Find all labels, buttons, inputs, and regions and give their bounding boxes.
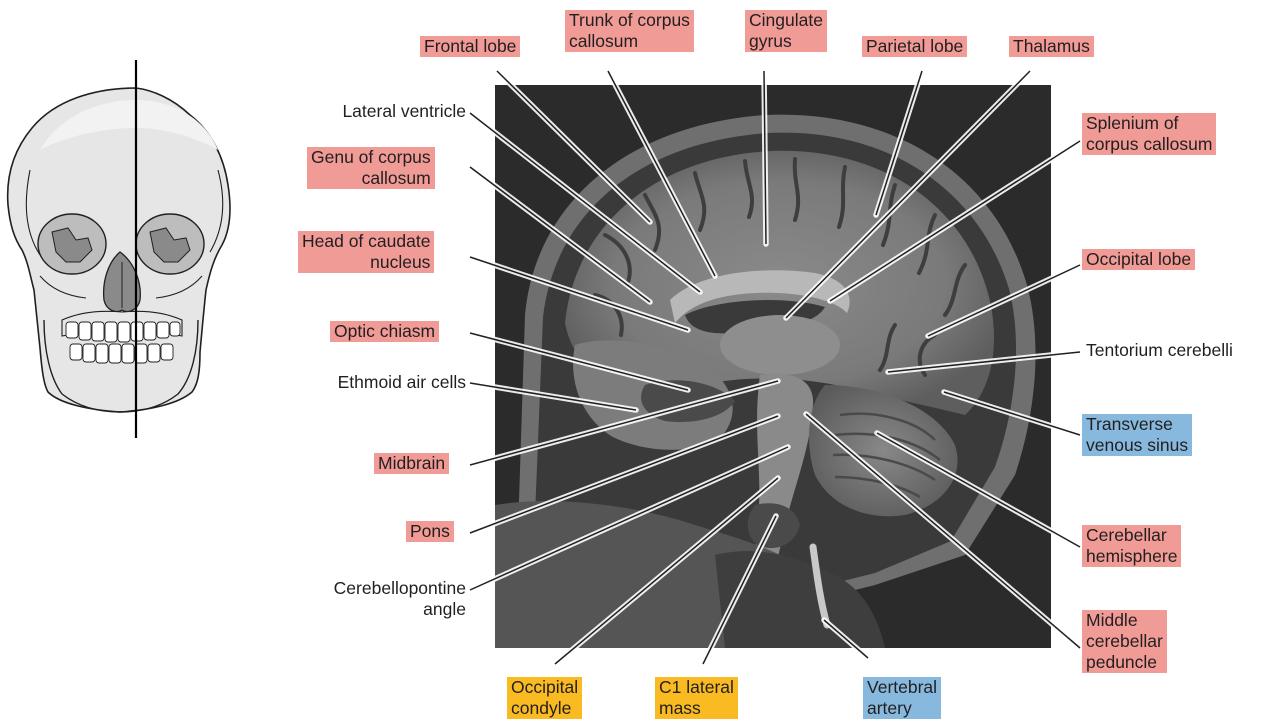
label-line: Tentorium cerebelli <box>1086 340 1233 360</box>
label-line: Lateral ventricle <box>342 101 466 121</box>
teeth <box>65 321 181 364</box>
label-line: mass <box>659 698 701 718</box>
cheek-line-left <box>39 275 87 299</box>
temporal-line-right <box>209 169 224 253</box>
orbit-left-detail <box>51 227 93 263</box>
label-occipital-lobe: Occipital lobe <box>1082 249 1196 270</box>
label-line: callosum <box>361 168 431 188</box>
label-line: Middle <box>1086 610 1138 630</box>
label-line: artery <box>867 698 912 718</box>
label-tentorium: Tentorium cerebelli <box>1082 340 1237 361</box>
thalamus-region <box>720 315 840 375</box>
temporal-line-left <box>25 169 41 256</box>
label-thalamus: Thalamus <box>1009 36 1094 57</box>
label-line: Head of caudate <box>302 231 431 251</box>
label-line: Occipital lobe <box>1086 249 1192 269</box>
label-line: Genu of corpus <box>311 147 431 167</box>
label-line: Optic chiasm <box>334 321 436 341</box>
label-line: Midbrain <box>378 453 446 473</box>
label-line: Ethmoid air cells <box>337 372 466 392</box>
label-line: Pons <box>410 521 450 541</box>
label-ethmoid: Ethmoid air cells <box>300 372 470 393</box>
label-line: Vertebral <box>867 677 938 697</box>
mandible <box>43 319 199 413</box>
label-line: angle <box>423 599 466 619</box>
label-frontal-lobe: Frontal lobe <box>420 36 521 57</box>
label-line: hemisphere <box>1086 546 1178 566</box>
cheek-line-right <box>155 275 203 299</box>
forehead-shading <box>40 100 218 150</box>
orbit-right-detail <box>149 227 191 263</box>
label-line: venous sinus <box>1086 435 1189 455</box>
label-line: gyrus <box>749 31 792 51</box>
label-line: peduncle <box>1086 652 1158 672</box>
label-line: corpus callosum <box>1086 134 1213 154</box>
label-midbrain: Midbrain <box>374 453 450 474</box>
label-line: Cerebellar <box>1086 525 1167 545</box>
label-line: C1 lateral <box>659 677 734 697</box>
label-line: Parietal lobe <box>866 36 964 56</box>
label-line: Cerebellopontine <box>333 578 466 598</box>
label-line: Transverse <box>1086 414 1173 434</box>
label-line: nucleus <box>370 252 431 272</box>
label-line: Splenium of <box>1086 113 1179 133</box>
label-line: condyle <box>511 698 572 718</box>
label-line: cerebellar <box>1086 631 1163 651</box>
label-line: Cingulate <box>749 10 823 30</box>
skull-locator-illustration <box>6 60 231 438</box>
label-line: Frontal lobe <box>424 36 517 56</box>
label-parietal-lobe: Parietal lobe <box>862 36 968 57</box>
label-line: Occipital <box>511 677 579 697</box>
label-pons: Pons <box>406 521 454 542</box>
label-lateral-ventricle: Lateral ventricle <box>308 101 470 122</box>
label-line: Thalamus <box>1013 36 1090 56</box>
sagittal-mri-image <box>495 85 1051 648</box>
label-optic-chiasm: Optic chiasm <box>330 321 440 342</box>
label-line: Trunk of corpus <box>569 10 690 30</box>
label-line: callosum <box>569 31 639 51</box>
